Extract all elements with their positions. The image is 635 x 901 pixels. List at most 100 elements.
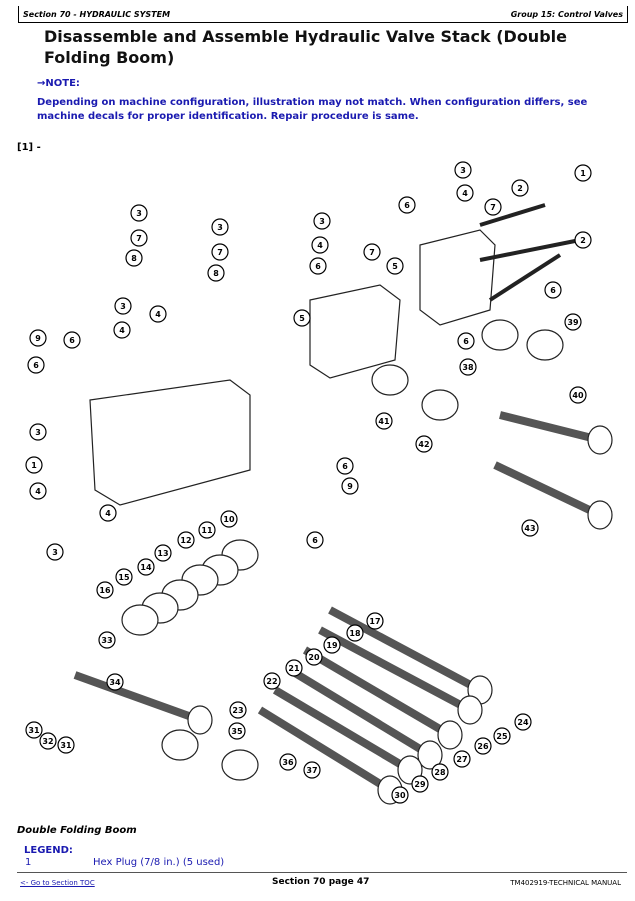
cartridge-nut <box>187 705 213 735</box>
valve-cartridge <box>257 706 393 794</box>
callout-circle <box>25 456 43 474</box>
callout-number: 39 <box>567 318 579 327</box>
callout-22: 22 <box>263 672 281 690</box>
valve-block-right <box>419 229 496 326</box>
callout-number: 4 <box>317 241 323 250</box>
callout-circle <box>114 297 132 315</box>
callout-circle <box>574 164 592 182</box>
callout-6: 6 <box>544 281 562 299</box>
callout-number: 2 <box>517 184 523 193</box>
callout-circle <box>130 204 148 222</box>
callout-30: 30 <box>391 786 409 804</box>
bolt <box>488 253 562 302</box>
figure-caption: Double Folding Boom <box>17 825 137 836</box>
callout-number: 14 <box>140 563 152 572</box>
callout-1: 1 <box>25 456 43 474</box>
callout-number: 42 <box>418 440 429 449</box>
callout-circle <box>228 722 246 740</box>
callout-2: 2 <box>511 179 529 197</box>
callout-18: 18 <box>346 624 364 642</box>
callout-32: 32 <box>39 732 57 750</box>
callout-number: 24 <box>517 718 529 727</box>
callout-circle <box>323 636 341 654</box>
callout-number: 6 <box>550 286 556 295</box>
page-number: Section 70 page 47 <box>272 877 370 887</box>
callout-11: 11 <box>198 521 216 539</box>
callout-circle <box>306 531 324 549</box>
callout-number: 29 <box>414 780 426 789</box>
callout-number: 6 <box>463 337 469 346</box>
callout-circle <box>229 701 247 719</box>
callout-13: 13 <box>154 544 172 562</box>
callout-41: 41 <box>375 412 393 430</box>
callout-number: 3 <box>136 209 142 218</box>
solenoid-coil <box>121 604 159 636</box>
callout-number: 31 <box>60 741 72 750</box>
callout-37: 37 <box>303 761 321 779</box>
callout-number: 32 <box>42 737 53 746</box>
callout-36: 36 <box>279 753 297 771</box>
callout-circle <box>544 281 562 299</box>
callout-9: 9 <box>29 329 47 347</box>
callout-2: 2 <box>574 231 592 249</box>
callout-number: 28 <box>434 768 446 777</box>
solenoid-coil <box>481 319 519 351</box>
callout-number: 3 <box>120 302 126 311</box>
callout-number: 3 <box>35 428 41 437</box>
legend-item-text: Hex Plug (7/8 in.) (5 used) <box>93 857 225 868</box>
callout-circle <box>454 161 472 179</box>
callout-number: 8 <box>213 269 219 278</box>
callout-number: 4 <box>35 487 41 496</box>
callout-number: 3 <box>319 217 325 226</box>
callout-12: 12 <box>177 531 195 549</box>
callout-number: 35 <box>231 727 243 736</box>
callout-circle <box>99 504 117 522</box>
callout-number: 41 <box>378 417 390 426</box>
callout-circle <box>305 648 323 666</box>
note-heading: →NOTE: <box>37 78 80 89</box>
callout-number: 2 <box>580 236 586 245</box>
callout-9: 9 <box>341 477 359 495</box>
callout-circle <box>511 179 529 197</box>
solenoid-coil <box>526 329 564 361</box>
callout-5: 5 <box>293 309 311 327</box>
callout-circle <box>564 313 582 331</box>
callout-circle <box>207 264 225 282</box>
legend-item-number: 1 <box>25 857 32 868</box>
callout-circle <box>303 761 321 779</box>
callout-number: 3 <box>217 223 223 232</box>
section-toc-link[interactable]: <- Go to Section TOC <box>20 879 95 887</box>
callout-circle <box>125 249 143 267</box>
callout-23: 23 <box>229 701 247 719</box>
callout-circle <box>149 305 167 323</box>
callout-6: 6 <box>309 257 327 275</box>
callout-3: 3 <box>114 297 132 315</box>
callout-4: 4 <box>29 482 47 500</box>
callout-circle <box>375 412 393 430</box>
solenoid-coil <box>221 749 259 781</box>
callout-35: 35 <box>228 722 246 740</box>
valve-cartridge <box>73 671 202 724</box>
callout-circle <box>431 763 449 781</box>
callout-number: 19 <box>326 641 338 650</box>
figure-reference: [1] - <box>17 142 41 153</box>
callout-circle <box>115 568 133 586</box>
callout-3: 3 <box>46 543 64 561</box>
callout-31: 31 <box>25 721 43 739</box>
callout-number: 17 <box>369 617 380 626</box>
bolt <box>479 238 581 262</box>
callout-number: 20 <box>308 653 320 662</box>
callout-number: 25 <box>496 732 508 741</box>
callout-circle <box>474 737 492 755</box>
callout-number: 6 <box>342 462 348 471</box>
valve-cartridge <box>287 666 433 759</box>
callout-circle <box>130 229 148 247</box>
callout-number: 40 <box>572 391 584 400</box>
callout-number: 1 <box>580 169 586 178</box>
callout-4: 4 <box>456 184 474 202</box>
callout-circle <box>27 356 45 374</box>
callout-circle <box>366 612 384 630</box>
callout-circle <box>346 624 364 642</box>
callout-number: 5 <box>392 262 398 271</box>
